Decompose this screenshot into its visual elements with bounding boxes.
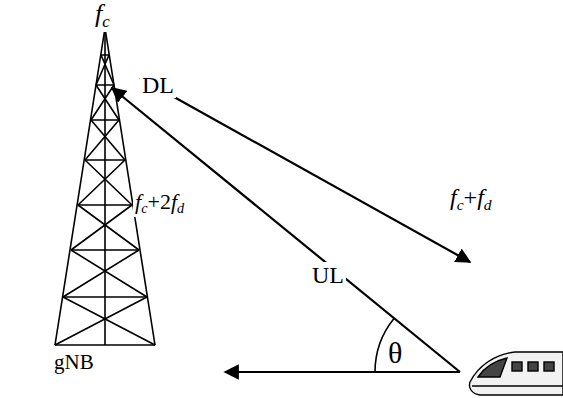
subscript: c bbox=[457, 196, 464, 213]
subscript: d bbox=[484, 196, 492, 213]
symbol: f bbox=[477, 184, 484, 210]
direction-arrow bbox=[225, 371, 460, 373]
train-symbol bbox=[469, 352, 563, 395]
symbol: f bbox=[171, 189, 177, 214]
station-name: gNB bbox=[52, 351, 96, 374]
downlink-frequency: fc+fd bbox=[448, 184, 494, 213]
symbol: f bbox=[135, 189, 141, 214]
downlink-arrow bbox=[140, 78, 470, 262]
uplink-frequency: fc+2fd bbox=[133, 190, 186, 217]
carrier-frequency: fc bbox=[93, 0, 112, 32]
link-name: UL bbox=[310, 262, 346, 288]
operator: + bbox=[147, 189, 159, 214]
subscript: c bbox=[102, 12, 110, 31]
angle-symbol: θ bbox=[386, 336, 404, 369]
symbol: f bbox=[95, 0, 102, 28]
uplink-arrow bbox=[112, 88, 460, 372]
subscript: c bbox=[141, 200, 147, 216]
subscript: d bbox=[177, 200, 184, 216]
link-name: DL bbox=[140, 72, 176, 98]
operator: + bbox=[464, 184, 478, 210]
operator: 2 bbox=[160, 189, 171, 214]
symbol: f bbox=[450, 184, 457, 210]
